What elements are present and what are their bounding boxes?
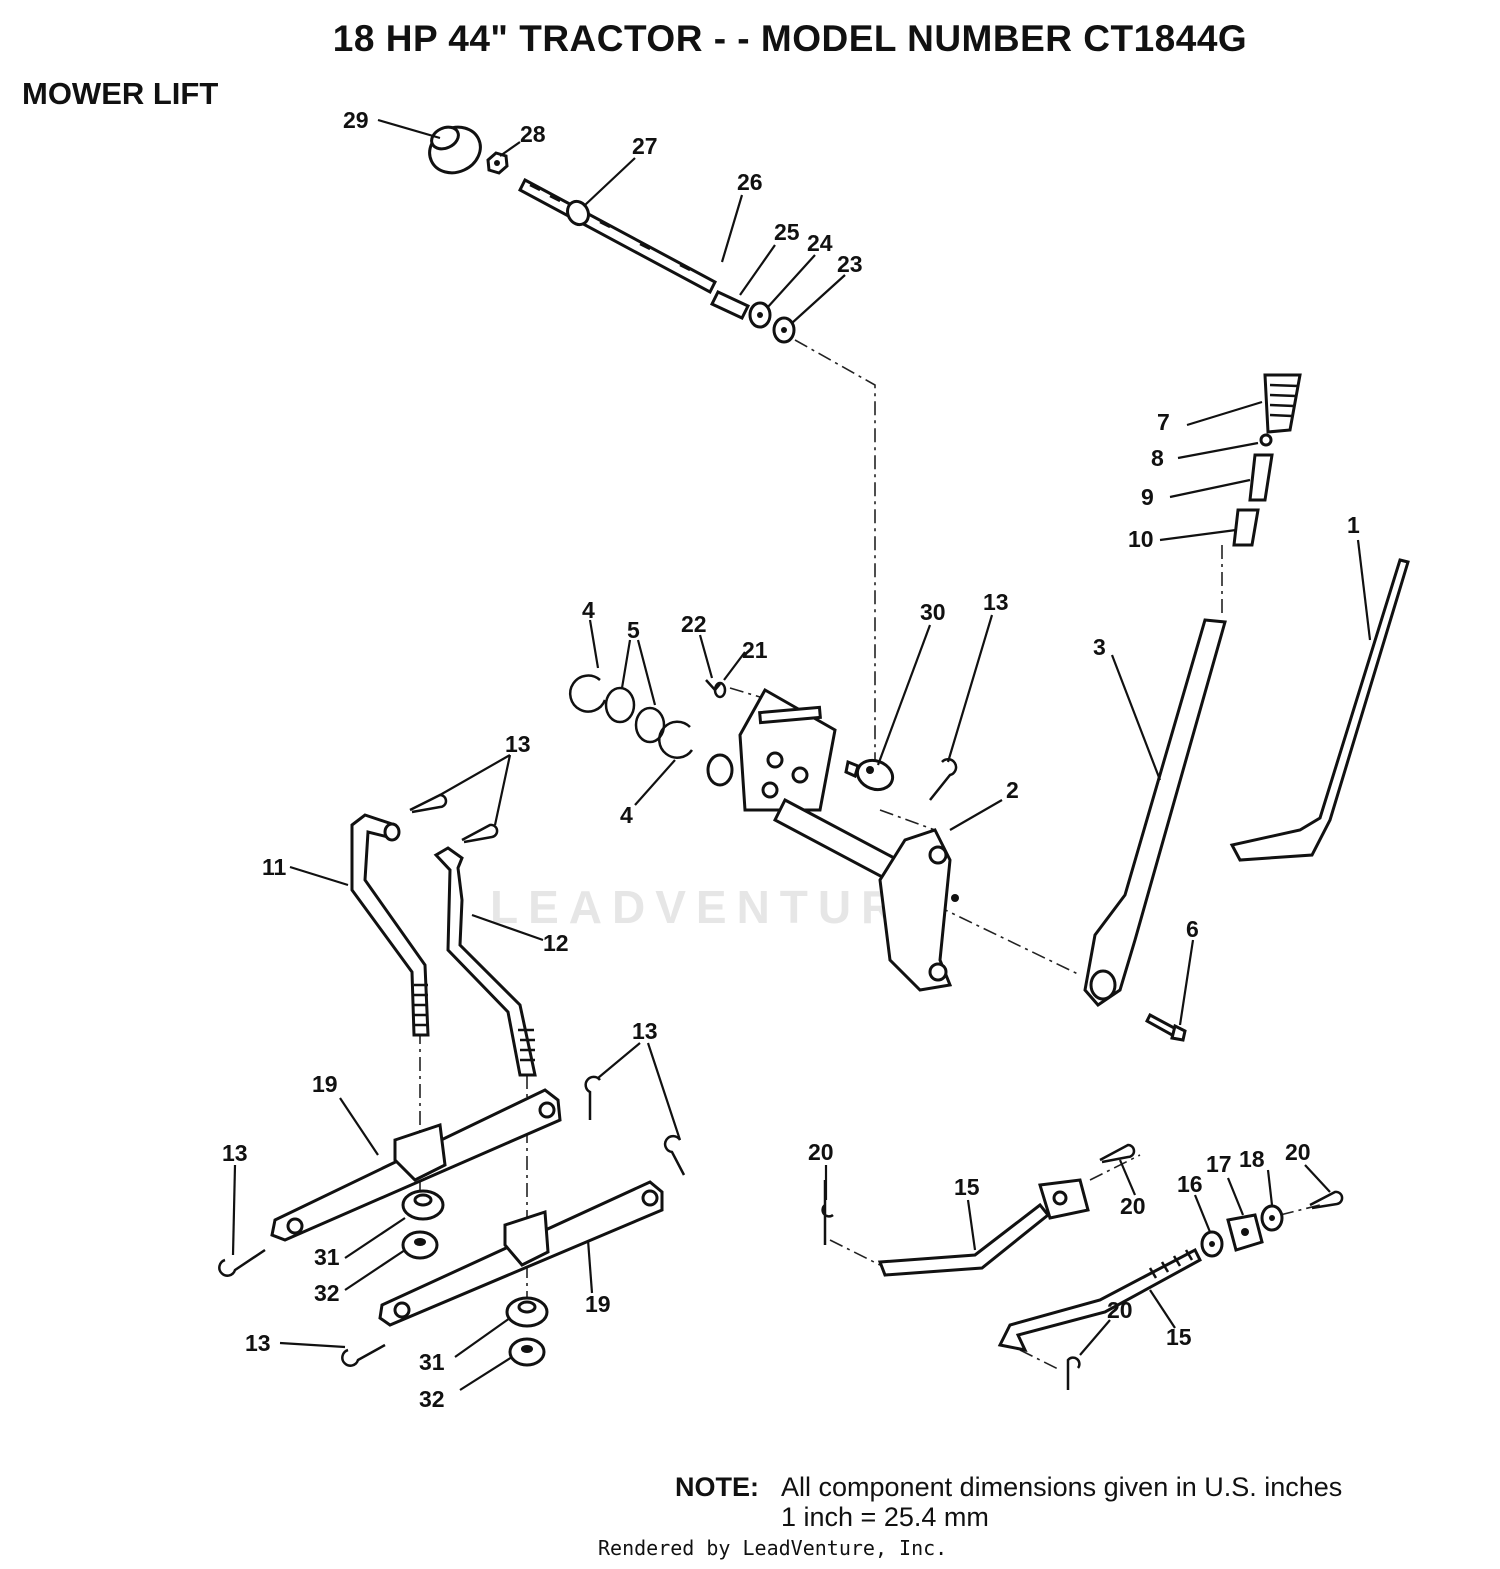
callout-15-b: 15 bbox=[1166, 1324, 1192, 1350]
lift-handle-3 bbox=[1083, 618, 1227, 1007]
bushing-31-lower bbox=[505, 1296, 549, 1328]
pin-9 bbox=[1248, 453, 1274, 502]
callout-16: 16 bbox=[1177, 1171, 1203, 1197]
callout-27: 27 bbox=[632, 133, 658, 159]
note-line-2: 1 inch = 25.4 mm bbox=[781, 1502, 989, 1532]
callout-28: 28 bbox=[520, 121, 546, 147]
front-link-15-lower bbox=[997, 1247, 1202, 1353]
clip-22-21 bbox=[705, 679, 727, 699]
lift-arm-19-upper bbox=[270, 1088, 562, 1242]
hairpin-20-d bbox=[1066, 1356, 1081, 1390]
callout-32-a: 32 bbox=[314, 1280, 340, 1306]
callout-24: 24 bbox=[807, 230, 833, 256]
callout-26: 26 bbox=[737, 169, 763, 195]
callout-20-a: 20 bbox=[808, 1139, 834, 1165]
callout-6: 6 bbox=[1186, 916, 1199, 942]
callout-3: 3 bbox=[1093, 634, 1106, 660]
callout-4-b: 4 bbox=[620, 802, 633, 828]
nut-18 bbox=[1260, 1204, 1284, 1232]
lift-arm-19-lower bbox=[378, 1180, 664, 1327]
callout-19-b: 19 bbox=[585, 1291, 611, 1317]
washer-16 bbox=[1200, 1230, 1224, 1258]
e-ring-4-lower bbox=[657, 720, 694, 759]
callout-23: 23 bbox=[837, 251, 863, 277]
callout-25: 25 bbox=[774, 219, 800, 245]
nut-32-lower bbox=[508, 1337, 546, 1367]
callout-13-a: 13 bbox=[983, 589, 1009, 615]
hairpins-13-b bbox=[409, 793, 499, 844]
note-line-1: All component dimensions given in U.S. i… bbox=[781, 1472, 1343, 1502]
callout-32-b: 32 bbox=[419, 1386, 445, 1412]
knob-29 bbox=[428, 125, 482, 175]
callout-labels: 29 28 27 26 25 24 23 7 8 9 10 1 3 30 13 … bbox=[222, 107, 1360, 1412]
callout-9: 9 bbox=[1141, 484, 1154, 510]
callout-31-a: 31 bbox=[314, 1244, 340, 1270]
callout-20-c: 20 bbox=[1285, 1139, 1311, 1165]
render-credit: Rendered by LeadVenture, Inc. bbox=[598, 1536, 948, 1560]
callout-8: 8 bbox=[1151, 445, 1164, 471]
watermark: LEADVENTURE bbox=[490, 881, 946, 933]
callout-31-b: 31 bbox=[419, 1349, 445, 1375]
callout-2: 2 bbox=[1006, 777, 1019, 803]
lift-link-12 bbox=[433, 846, 537, 1077]
hairpin-13-a bbox=[929, 758, 958, 801]
callout-13-d: 13 bbox=[222, 1140, 248, 1166]
callout-17: 17 bbox=[1206, 1151, 1232, 1177]
callout-4-a: 4 bbox=[582, 597, 595, 623]
washers-5 bbox=[604, 686, 666, 744]
callout-15-a: 15 bbox=[954, 1174, 980, 1200]
section-title: MOWER LIFT bbox=[22, 76, 219, 111]
callout-5: 5 bbox=[627, 617, 640, 643]
hairpin-20-a bbox=[821, 1180, 834, 1245]
callout-13-e: 13 bbox=[245, 1330, 271, 1356]
callout-13-b: 13 bbox=[505, 731, 531, 757]
lift-rod-1 bbox=[1229, 558, 1410, 862]
washer-24 bbox=[748, 301, 772, 329]
callout-7: 7 bbox=[1157, 409, 1170, 435]
callout-22: 22 bbox=[681, 611, 707, 637]
callout-21: 21 bbox=[742, 637, 768, 663]
handle-grip-7 bbox=[1263, 373, 1302, 434]
button-8 bbox=[1259, 433, 1273, 447]
trunnion-17 bbox=[1226, 1213, 1264, 1252]
callout-13-c: 13 bbox=[632, 1018, 658, 1044]
note-label: NOTE: bbox=[675, 1472, 759, 1502]
bushing-31-upper bbox=[401, 1189, 445, 1221]
dimension-note: NOTE: All component dimensions given in U… bbox=[675, 1472, 1342, 1532]
hairpins-13-d bbox=[218, 1248, 386, 1367]
callout-20-b: 20 bbox=[1120, 1193, 1146, 1219]
nut-32-upper bbox=[401, 1230, 439, 1260]
spring-10 bbox=[1232, 508, 1260, 547]
e-ring-4-upper bbox=[568, 674, 607, 713]
callout-20-d: 20 bbox=[1107, 1297, 1133, 1323]
trunnion-30 bbox=[844, 758, 895, 792]
nut-28 bbox=[486, 151, 509, 175]
hairpin-20-b bbox=[1099, 1143, 1136, 1164]
callout-29: 29 bbox=[343, 107, 369, 133]
threaded-rod-27 bbox=[518, 177, 717, 295]
callout-11: 11 bbox=[262, 854, 287, 880]
lift-link-11 bbox=[350, 813, 430, 1037]
front-link-15-upper bbox=[877, 1178, 1090, 1277]
hairpin-20-c bbox=[1309, 1190, 1344, 1210]
callout-30: 30 bbox=[920, 599, 946, 625]
leader-lines bbox=[231, 118, 1372, 1391]
page-title: 18 HP 44" TRACTOR - - MODEL NUMBER CT184… bbox=[332, 18, 1248, 59]
shaft-bracket-2 bbox=[706, 687, 959, 992]
callout-10: 10 bbox=[1128, 526, 1154, 552]
nut-23 bbox=[772, 316, 796, 344]
spring-25 bbox=[709, 290, 751, 320]
callout-18: 18 bbox=[1239, 1146, 1265, 1172]
callout-12: 12 bbox=[543, 930, 569, 956]
callout-19-a: 19 bbox=[312, 1071, 338, 1097]
hairpins-13-c bbox=[584, 1075, 686, 1176]
bolt-6 bbox=[1145, 1012, 1187, 1042]
callout-1: 1 bbox=[1347, 512, 1360, 538]
